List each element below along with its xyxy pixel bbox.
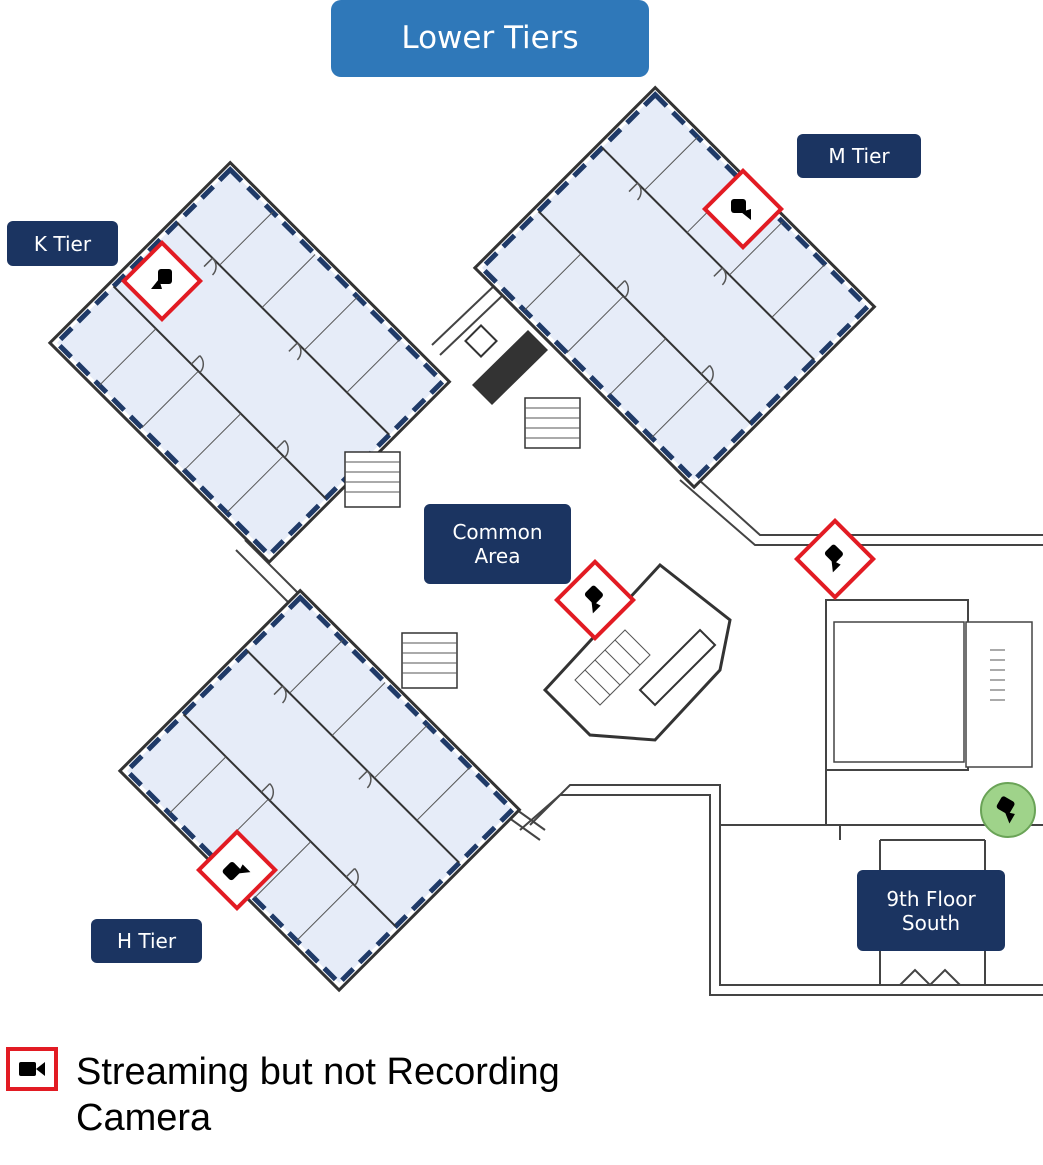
legend-camera-swatch (6, 1047, 58, 1091)
legend-label: Streaming but not Recording Camera (76, 1051, 560, 1139)
legend: Streaming but not Recording Camera (6, 1045, 626, 1145)
common-area-label: Common Area (424, 504, 571, 584)
video-camera-icon (19, 1062, 45, 1076)
map-title: Lower Tiers (331, 0, 649, 77)
corridor-desk (464, 324, 548, 405)
floor-plan-map (47, 85, 1043, 996)
central-stair-core (542, 562, 732, 742)
stairs (344, 397, 581, 689)
k-tier-label: K Tier (7, 221, 118, 266)
camera-marker-m-tier[interactable] (701, 167, 785, 251)
camera-marker-corridor[interactable] (793, 517, 877, 601)
m-tier-label: M Tier (797, 134, 921, 178)
camera-marker-ninth-floor[interactable] (980, 782, 1036, 838)
ninth-floor-south-label: 9th Floor South (857, 870, 1005, 951)
camera-marker-h-tier[interactable] (195, 828, 279, 912)
h-tier-label: H Tier (91, 919, 202, 963)
camera-marker-common-area[interactable] (553, 558, 637, 642)
h-tier-building (117, 588, 522, 993)
ninth-floor-south-rooms (519, 599, 1043, 996)
camera-marker-k-tier[interactable] (120, 239, 204, 323)
